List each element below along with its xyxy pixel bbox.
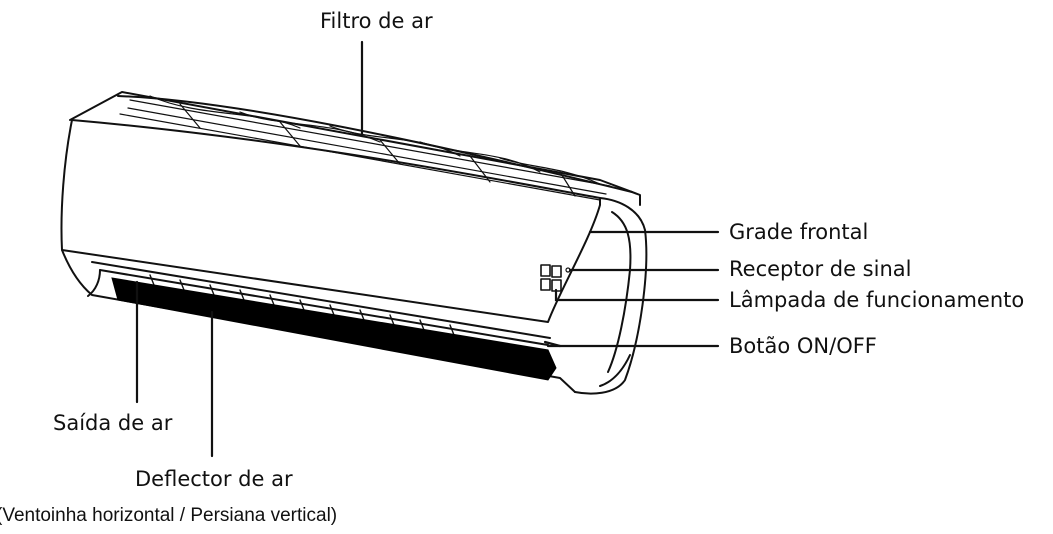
label-air-deflector: Deflector de ar: [135, 467, 293, 491]
unit-top-back-edge: [117, 95, 633, 193]
leader-operation-lamp: [554, 288, 720, 302]
label-air-deflector-detail: (Ventoinha horizontal / Persiana vertica…: [0, 505, 338, 526]
label-on-off-button: Botão ON/OFF: [729, 334, 877, 358]
label-operation-lamp: Lâmpada de funcionamento: [729, 288, 1025, 312]
right-side-cap: [574, 197, 648, 395]
label-air-outlet: Saída de ar: [53, 411, 173, 435]
operation-lamp-window: [551, 265, 562, 278]
label-air-filter: Filtro de ar: [320, 9, 433, 33]
unit-bottom-outline: [61, 249, 576, 393]
air-deflector-vane: [111, 277, 557, 381]
signal-receiver-window: [540, 264, 551, 277]
right-side-inner: [607, 211, 632, 373]
air-filter-mesh: [119, 95, 611, 201]
unit-top-outline: [69, 91, 641, 206]
front-panel: [60, 119, 601, 323]
label-signal-receiver: Receptor de sinal: [729, 257, 912, 281]
label-front-grille: Grade frontal: [729, 220, 869, 244]
